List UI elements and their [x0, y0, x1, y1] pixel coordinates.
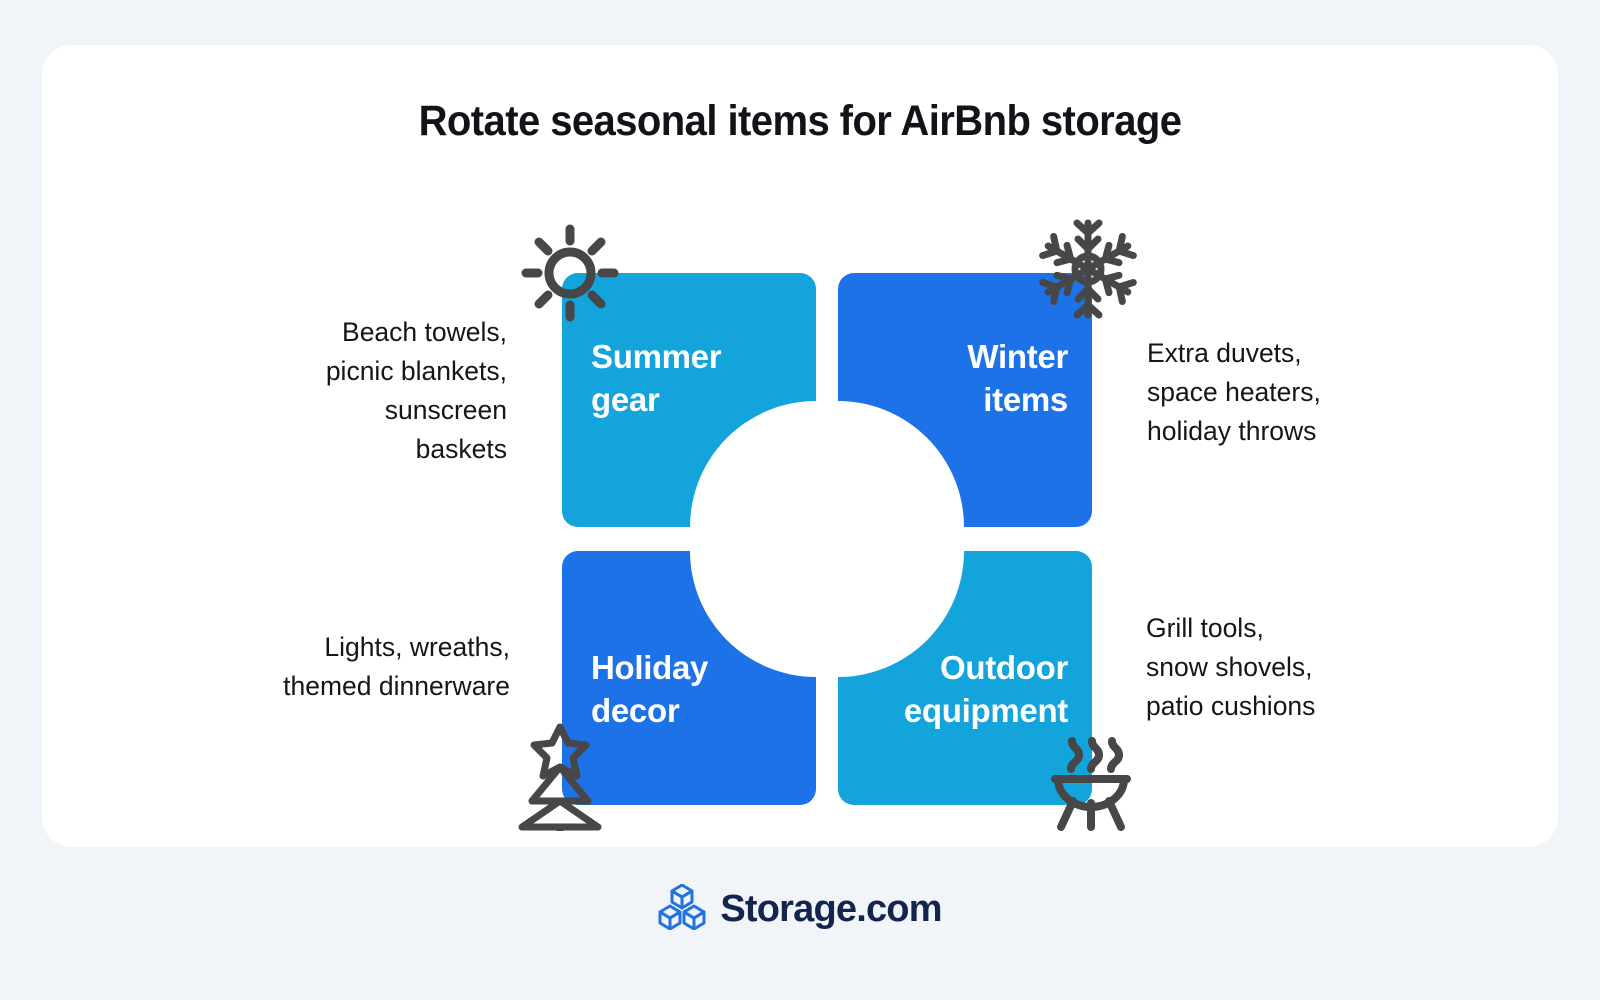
quadrant-shape-outdoor [838, 551, 1092, 805]
quadrant-shape-winter [838, 273, 1092, 527]
quadrant-fill-winter [838, 273, 1092, 527]
quadrant-shape-holiday [562, 551, 816, 805]
caption-holiday-decor: Lights, wreaths, themed dinnerware [283, 632, 510, 701]
content-panel: Rotate seasonal items for AirBnb storage… [42, 45, 1558, 847]
quadrant-label-outdoor-equipment: Outdoor equipment [903, 649, 1068, 730]
caption-winter-items: Extra duvets, space heaters, holiday thr… [1147, 338, 1321, 446]
quadrant-holiday-decor[interactable]: Holiday decor [562, 551, 816, 805]
stacked-cubes-logo-icon [658, 883, 706, 935]
quadrant-fill-holiday [562, 551, 816, 805]
footer-brand: Storage.com [0, 883, 1600, 935]
quadrant-fill-outdoor [838, 551, 1092, 805]
christmas-tree-icon [512, 723, 608, 831]
sun-icon [518, 221, 622, 325]
quadrant-summer-gear[interactable]: Summer gear [562, 273, 816, 527]
quadrant-winter-items[interactable]: Winter items [838, 273, 1092, 527]
quadrant-label-winter-items: Winter items [967, 338, 1068, 419]
brand-wordmark: Storage.com [720, 888, 942, 930]
grill-icon [1045, 733, 1137, 833]
quadrant-label-summer-gear: Summer gear [591, 338, 722, 419]
quadrant-label-holiday-decor: Holiday decor [591, 649, 709, 730]
caption-summer-gear: Beach towels, picnic blankets, sunscreen… [325, 317, 507, 464]
snowflake-icon [1038, 217, 1138, 321]
quadrant-shape-summer [562, 273, 816, 527]
caption-outdoor-equipment: Grill tools, snow shovels, patio cushion… [1146, 613, 1316, 721]
quadrant-fill-summer [562, 273, 816, 527]
quadrant-outdoor-equipment[interactable]: Outdoor equipment [838, 551, 1092, 805]
page-title: Rotate seasonal items for AirBnb storage [418, 97, 1182, 145]
quadrant-cluster: Summer gear Winter items Holiday decor [562, 273, 1092, 805]
